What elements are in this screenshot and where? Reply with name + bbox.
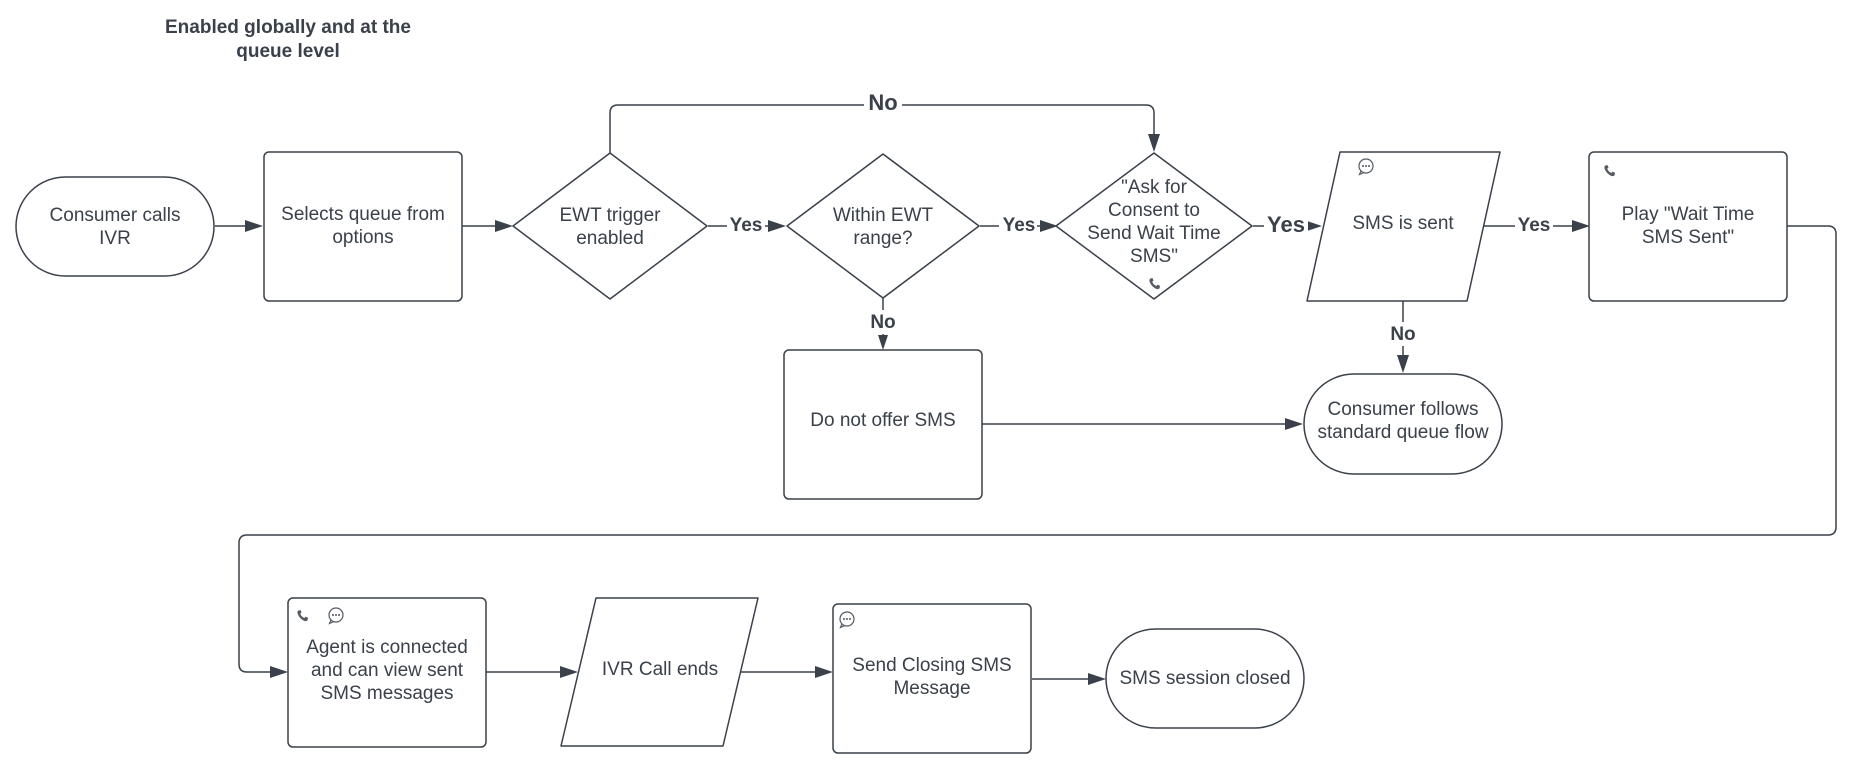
svg-text:Play "Wait Time: Play "Wait Time [1622, 204, 1755, 225]
svg-text:options: options [332, 227, 393, 248]
edge-label-range-no: No [870, 312, 895, 333]
arrowhead [1088, 673, 1106, 685]
edge-label-range-yes: Yes [1003, 215, 1036, 236]
note-line-2: queue level [236, 41, 340, 62]
arrowhead [245, 220, 263, 232]
svg-text:standard queue flow: standard queue flow [1317, 422, 1488, 443]
svg-text:SMS": SMS" [1130, 246, 1178, 267]
arrowhead [560, 666, 578, 678]
svg-text:Consent to: Consent to [1108, 200, 1200, 221]
node-sms-is-sent: SMS is sent [1306, 151, 1501, 302]
svg-text:SMS is sent: SMS is sent [1352, 213, 1454, 234]
arrowhead [1148, 134, 1160, 152]
svg-text:Within EWT: Within EWT [833, 205, 934, 226]
node-selects-queue: Selects queue from options [263, 151, 463, 302]
svg-text:Consumer calls: Consumer calls [50, 205, 181, 226]
svg-text:Message: Message [893, 678, 970, 699]
node-within-ewt-range: Within EWT range? [786, 153, 980, 299]
arrowhead [270, 666, 288, 678]
edge-label-consent-yes: Yes [1267, 212, 1305, 237]
arrowhead [768, 220, 786, 232]
node-ewt-trigger-enabled: EWT trigger enabled [512, 152, 708, 300]
node-ask-for-consent: "Ask for Consent to Send Wait Time SMS" [1055, 152, 1253, 300]
node-play-wait-time: Play "Wait Time SMS Sent" [1588, 151, 1788, 302]
edge-label-ewt-no: No [868, 90, 897, 115]
svg-text:Consumer follows: Consumer follows [1328, 399, 1479, 420]
arrowhead [1040, 220, 1058, 232]
edge-label-sms-no: No [1390, 324, 1415, 345]
svg-text:SMS messages: SMS messages [320, 683, 453, 704]
svg-text:Do not offer SMS: Do not offer SMS [810, 410, 955, 431]
svg-text:Selects queue from: Selects queue from [281, 204, 445, 225]
node-agent-connected: Agent is connected and can view sent SMS… [287, 597, 487, 748]
arrowhead [1572, 220, 1590, 232]
node-sms-session-closed: SMS session closed [1105, 628, 1305, 729]
arrowhead [878, 335, 888, 350]
edge-play-to-agent [238, 225, 1837, 673]
svg-text:"Ask for: "Ask for [1121, 177, 1188, 198]
svg-text:Send Closing SMS: Send Closing SMS [852, 655, 1011, 676]
edge-labels: No Yes Yes Yes Yes No No [727, 89, 1553, 346]
note-line-1: Enabled globally and at the [165, 17, 411, 38]
svg-text:EWT trigger: EWT trigger [559, 205, 661, 226]
arrowhead [1304, 220, 1322, 232]
svg-text:range?: range? [853, 228, 912, 249]
svg-text:Agent is connected: Agent is connected [306, 637, 468, 658]
arrowhead [495, 220, 513, 232]
node-consumer-calls-ivr: Consumer calls IVR [15, 176, 215, 277]
svg-text:IVR Call ends: IVR Call ends [602, 659, 718, 680]
svg-text:enabled: enabled [576, 228, 644, 249]
node-do-not-offer-sms: Do not offer SMS [783, 349, 983, 500]
arrowhead [1285, 418, 1303, 430]
svg-text:and can view sent: and can view sent [311, 660, 464, 681]
node-ivr-call-ends: IVR Call ends [560, 597, 759, 747]
edge-label-sms-yes: Yes [1518, 215, 1551, 236]
node-standard-queue-flow: Consumer follows standard queue flow [1303, 373, 1503, 475]
svg-text:Send Wait Time: Send Wait Time [1087, 223, 1220, 244]
arrowhead [1397, 355, 1409, 373]
edge-label-ewt-yes: Yes [730, 215, 763, 236]
arrowhead [815, 666, 833, 678]
svg-text:IVR: IVR [99, 228, 131, 249]
svg-text:SMS Sent": SMS Sent" [1642, 227, 1734, 248]
node-send-closing-sms: Send Closing SMS Message [832, 603, 1032, 754]
svg-text:SMS session closed: SMS session closed [1119, 668, 1290, 689]
